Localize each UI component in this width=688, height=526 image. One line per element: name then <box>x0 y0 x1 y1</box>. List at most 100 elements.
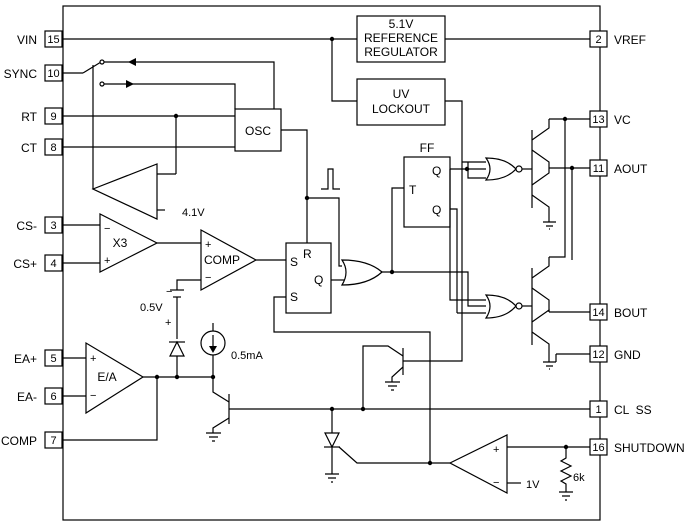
uv-transistor <box>362 345 404 410</box>
block-label: LOCKOUT <box>372 102 431 116</box>
pin-vin: 15 VIN <box>17 30 63 48</box>
nor-gate-b <box>484 294 523 319</box>
arrow-icon <box>209 346 217 353</box>
block-label: REGULATOR <box>364 45 438 59</box>
pin-label: CS+ <box>13 257 37 271</box>
reference-regulator-block: 5.1V REFERENCE REGULATOR <box>356 15 446 63</box>
pin-number: 7 <box>50 435 56 447</box>
ground-icon <box>543 221 556 230</box>
pin-label: VC <box>614 113 631 127</box>
comparator-4v1: 4.1V <box>91 163 205 220</box>
latch-r: R <box>303 247 312 261</box>
pin-label: CL SS <box>614 403 652 417</box>
pin-number: 16 <box>592 442 604 454</box>
ground-icon <box>325 473 339 483</box>
comparator-symbol <box>91 163 158 220</box>
pin-number: 3 <box>50 220 56 232</box>
diode-symbol <box>169 340 185 357</box>
plus-sign: + <box>493 444 499 456</box>
block-label: COMP <box>204 253 240 267</box>
zener-diode <box>169 340 185 377</box>
ff-t: T <box>409 183 417 197</box>
pin-label: COMP <box>1 434 37 448</box>
pin-number: 13 <box>592 114 604 126</box>
current-label: 0.5mA <box>231 350 263 362</box>
plus-sign: + <box>165 317 171 329</box>
pin-sync: 10 SYNC <box>4 64 63 82</box>
latch-s: S <box>290 255 298 269</box>
pin-cs-plus: 4 CS+ <box>13 254 63 272</box>
minus-sign: − <box>205 272 211 284</box>
ff-q: Q <box>432 164 441 178</box>
pin-shutdown: 16 SHUTDOWN <box>589 438 685 456</box>
comparator-symbol <box>200 228 258 292</box>
block-label: X3 <box>113 236 128 250</box>
ground-icon <box>559 491 573 501</box>
arrow-icon <box>128 58 136 66</box>
pin-label: EA- <box>17 390 37 404</box>
latch-q: Q <box>314 273 323 287</box>
pin-aout: 11 AOUT <box>589 159 648 177</box>
block-label: E/A <box>97 370 116 384</box>
block-label: REFERENCE <box>364 31 438 45</box>
plus-sign: + <box>90 353 96 365</box>
nor-gate-symbol <box>484 294 517 319</box>
block-label: 5.1V <box>389 17 414 31</box>
x3-amplifier: X3 − + <box>62 213 201 273</box>
junction <box>174 374 180 380</box>
pin-number: 14 <box>592 307 604 319</box>
switch-contact <box>99 59 105 65</box>
pin-number: 11 <box>593 163 604 175</box>
resistor-label: 6k <box>573 472 585 484</box>
block-label: FF <box>420 141 435 155</box>
pwm-latch: R S Q S <box>273 242 431 463</box>
resistor-6k: 6k <box>559 447 585 501</box>
oscillator-block: OSC <box>234 108 282 152</box>
pin-gnd: 12 GND <box>589 345 641 363</box>
pin-number: 2 <box>595 34 601 46</box>
voltage-label: 0.5V <box>140 302 163 314</box>
pin-cl-ss: 1 CL SS <box>589 400 652 418</box>
or-gate <box>340 259 404 286</box>
pin-label: SYNC <box>4 67 38 81</box>
pin-number: 8 <box>50 142 56 154</box>
shutdown-comparator: + − 1V <box>448 434 590 494</box>
junction <box>329 36 335 42</box>
pin-number: 15 <box>47 34 59 46</box>
battery-0v5: − 0.5V + <box>140 286 184 339</box>
arrow-icon <box>126 80 134 88</box>
pin-comp: 7 COMP <box>1 431 63 449</box>
voltage-label: 4.1V <box>182 207 205 219</box>
pin-label: VIN <box>17 33 37 47</box>
nor-gate-a <box>484 157 523 181</box>
pin-number: 4 <box>50 258 56 270</box>
error-amplifier: E/A + − <box>62 341 216 441</box>
comparator-symbol <box>448 434 508 494</box>
output-stage-a <box>522 116 590 230</box>
pin-ea-plus: 5 EA+ <box>14 349 63 367</box>
shutdown-diode <box>324 409 450 483</box>
pin-ea-minus: 6 EA- <box>17 387 63 405</box>
minus-sign: − <box>166 286 172 298</box>
minus-sign: − <box>90 390 96 402</box>
diode-symbol <box>324 432 340 449</box>
pin-label: BOUT <box>614 306 648 320</box>
pin-rt: 9 RT <box>21 107 63 125</box>
ground-icon <box>543 361 556 370</box>
block-outline <box>285 242 332 314</box>
pwm-comparator: COMP + − <box>176 228 286 292</box>
block-label: OSC <box>245 124 271 138</box>
plus-sign: + <box>104 255 110 267</box>
pin-number: 6 <box>50 391 56 403</box>
amplifier-symbol <box>85 341 145 415</box>
pin-number: 1 <box>595 404 601 416</box>
ground-icon <box>385 381 400 391</box>
pin-bout: 14 BOUT <box>589 303 648 321</box>
inverter-bubble <box>515 302 523 310</box>
block-label: UV <box>393 87 410 101</box>
block-outline <box>234 108 282 152</box>
switch-contact <box>99 81 105 87</box>
pin-cs-minus: 3 CS- <box>16 216 63 234</box>
pin-vc: 13 VC <box>589 110 631 128</box>
